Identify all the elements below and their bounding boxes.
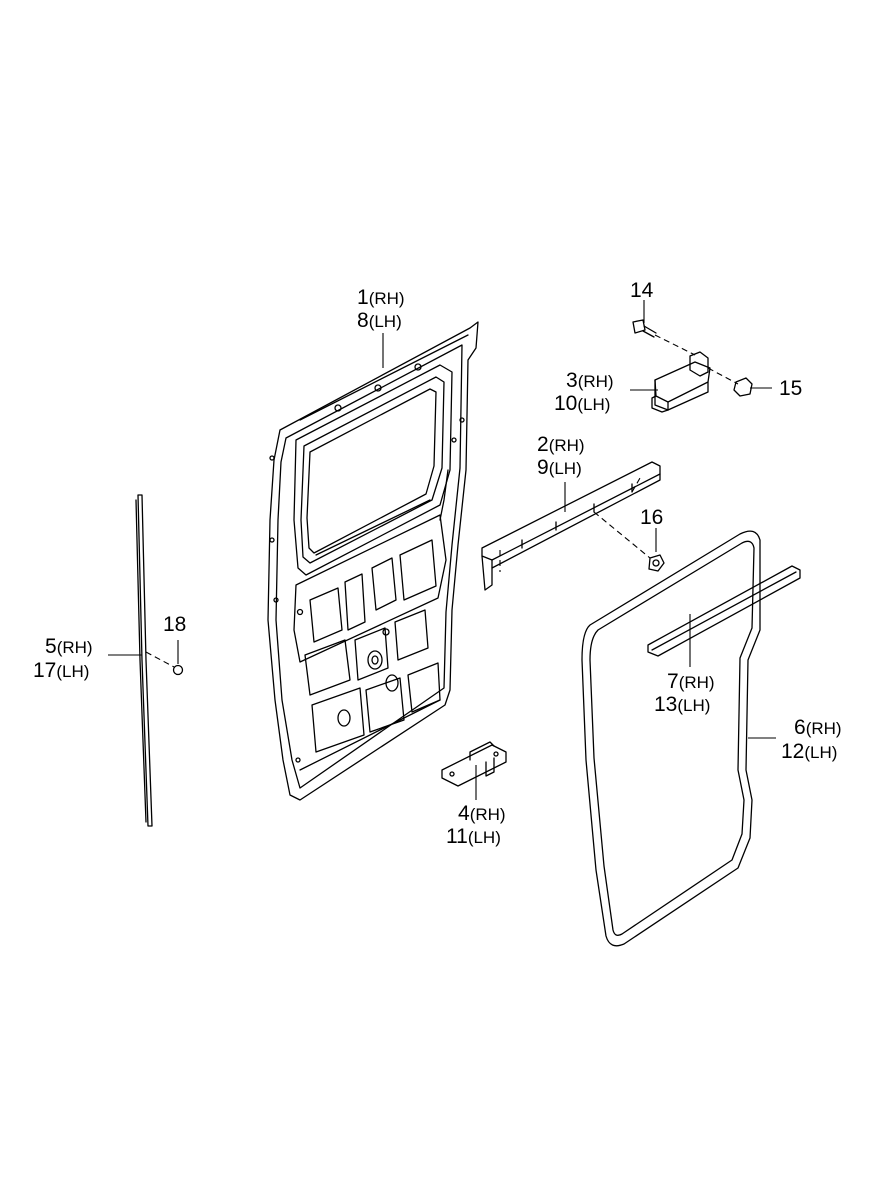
callout-9: 9(LH)	[537, 456, 582, 479]
callout-13: 13(LH)	[654, 693, 711, 716]
leader-lines	[108, 300, 776, 800]
callout-12: 12(LH)	[781, 740, 838, 763]
callout-10: 10(LH)	[554, 392, 611, 415]
nut	[648, 554, 665, 572]
vertical-strip	[135, 494, 153, 827]
bolt	[632, 319, 657, 338]
callout-4: 4(RH)	[458, 802, 506, 825]
callout-7: 7(RH)	[667, 670, 715, 693]
callout-3: 3(RH)	[566, 369, 614, 392]
callout-11: 11(LH)	[446, 825, 501, 848]
callout-15: 15	[779, 377, 803, 400]
rail	[481, 461, 661, 591]
callout-2: 2(RH)	[537, 433, 585, 456]
bracket	[441, 741, 507, 787]
clip	[172, 664, 184, 676]
cap	[733, 377, 753, 397]
callout-1: 1(RH)	[357, 286, 405, 309]
door-seal	[581, 530, 761, 947]
door-panel	[267, 321, 479, 801]
door-arm	[651, 351, 711, 413]
belt-strip	[647, 565, 801, 657]
callout-6: 6(RH)	[794, 716, 842, 739]
callout-18: 18	[163, 613, 187, 636]
callout-14: 14	[630, 279, 654, 302]
callout-17: 17(LH)	[33, 659, 90, 682]
callout-16: 16	[640, 506, 664, 529]
callout-8: 8(LH)	[357, 309, 402, 332]
callout-5: 5(RH)	[45, 635, 93, 658]
